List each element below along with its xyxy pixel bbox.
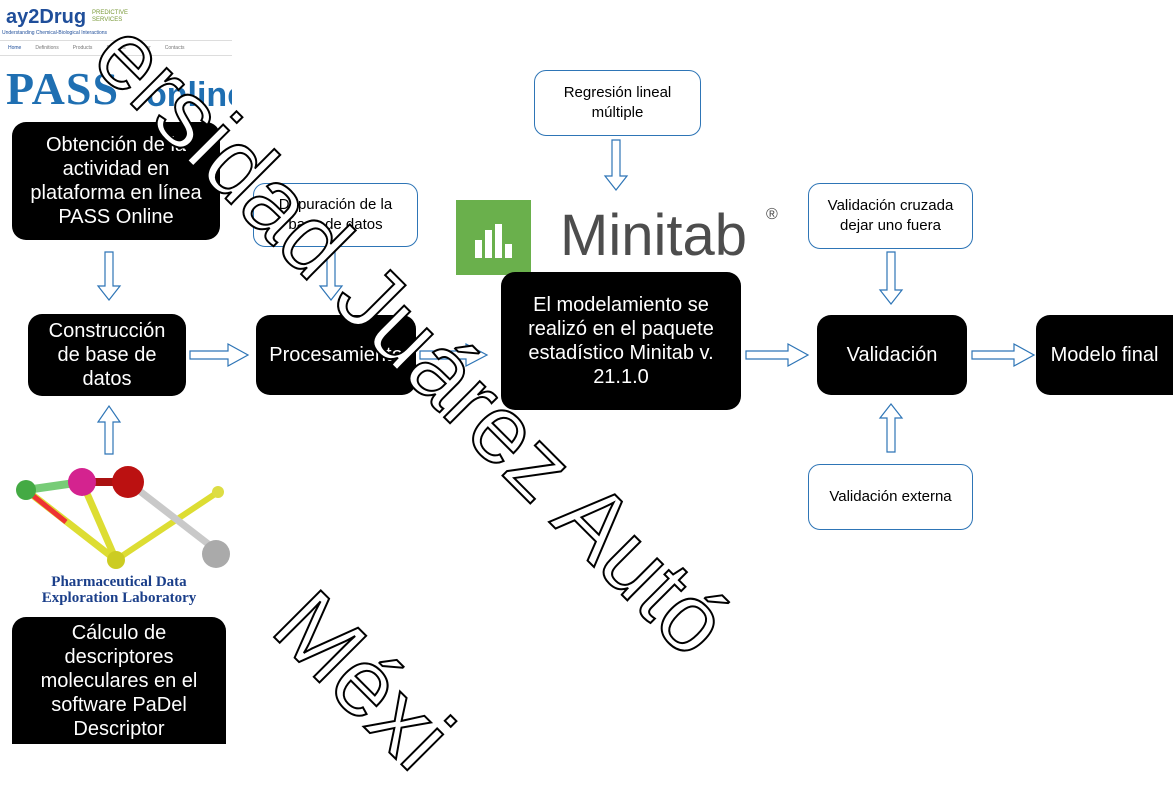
pass-online-logo: ay2Drug PREDICTIVE SERVICES Understandin… — [0, 0, 232, 180]
way2drug-subtitle: Understanding Chemical-Biological Intera… — [2, 30, 108, 36]
minitab-registered: ® — [766, 206, 778, 223]
arrow-up-icon — [96, 404, 122, 455]
modelo-final-box: Modelo final — [1036, 315, 1173, 395]
arrow-down-icon — [878, 251, 904, 305]
padel-name-line1: Pharmaceutical Data — [51, 574, 187, 590]
arrow-right-icon — [971, 342, 1036, 368]
padel-logo: Pharmaceutical Data Exploration Laborato… — [6, 460, 232, 610]
nav-item[interactable]: Filter — [139, 45, 151, 51]
validacion-box: Validación — [817, 315, 967, 395]
arrow-up-icon — [878, 403, 904, 453]
online-text: online — [146, 76, 232, 114]
construccion-box: Construcción de base de datos — [28, 314, 186, 396]
depuracion-note: Depuración de la base de datos — [253, 183, 418, 247]
validacion-externa-note: Validación externa — [808, 464, 973, 530]
obtencion-box: Obtención de la actividad en plataforma … — [12, 122, 220, 240]
pass-text: PASS — [6, 63, 120, 114]
nav-item[interactable]: Definitions — [35, 45, 59, 51]
nav-item[interactable]: Services — [106, 45, 126, 51]
calculo-box: Cálculo de descriptores moleculares en e… — [12, 617, 226, 744]
way2drug-tagline: PREDICTIVE SERVICES — [92, 10, 129, 23]
nav-item[interactable]: Contacts — [164, 45, 185, 51]
nav-item[interactable]: Products — [72, 45, 93, 51]
minitab-logo: Minitab ® — [456, 200, 786, 280]
arrow-right-icon — [419, 343, 489, 367]
procesamiento-box: Procesamiento — [256, 315, 416, 395]
way2drug-title: ay2Drug — [6, 6, 87, 28]
arrow-right-icon — [189, 342, 250, 368]
regresion-note: Regresión lineal múltiple — [534, 70, 701, 136]
molecule-icon — [16, 466, 230, 569]
minitab-wordmark: Minitab — [560, 203, 747, 268]
padel-name-line2: Exploration Laboratory — [41, 590, 197, 606]
arrow-down-icon — [318, 249, 344, 301]
validacion-cruzada-note: Validación cruzada dejar uno fuera — [808, 183, 973, 249]
arrow-down-icon — [96, 251, 122, 301]
nav-item[interactable]: Home — [8, 45, 22, 51]
arrow-down-icon — [603, 139, 629, 191]
modelamiento-box: El modelamiento se realizó en el paquete… — [501, 272, 741, 410]
minitab-icon — [456, 200, 531, 275]
arrow-right-icon — [745, 342, 810, 368]
way2drug-nav: Home Definitions Products Services Filte… — [0, 40, 232, 56]
connector-arrows — [96, 139, 1036, 455]
